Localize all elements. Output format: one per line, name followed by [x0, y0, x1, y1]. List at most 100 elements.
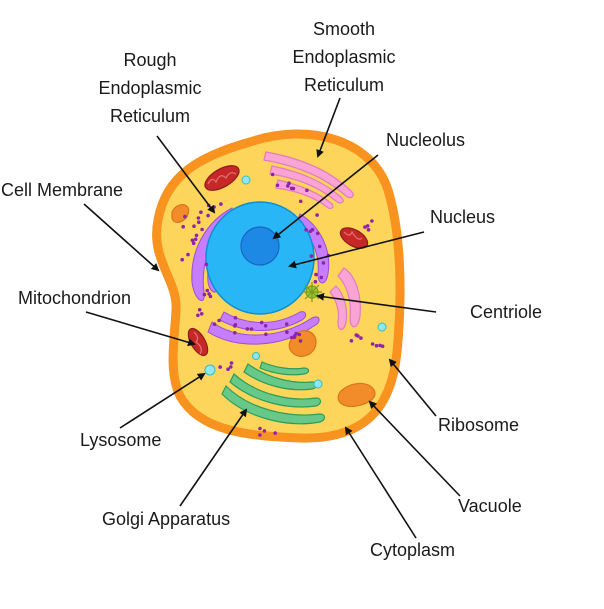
ribosome-dot	[304, 228, 308, 232]
ribosome-dot	[309, 254, 314, 258]
ribosome-dot	[284, 322, 289, 326]
label-line: Endoplasmic	[292, 47, 396, 67]
ribosome-dot	[218, 365, 222, 369]
ribosome-dot	[262, 429, 267, 433]
ribosome-dot	[363, 225, 367, 229]
ribosome-dot	[294, 331, 299, 336]
ribosome-dot	[245, 327, 250, 331]
ribosome-dot	[264, 332, 268, 337]
label-nucleus: Nucleus	[430, 207, 496, 227]
ribosome-dot	[287, 181, 291, 185]
ribosome-dot	[319, 275, 324, 280]
ribosome-dot	[194, 233, 199, 238]
ribosome-dot	[233, 323, 238, 327]
ribosome-dot	[315, 213, 319, 217]
ribosome-dot	[297, 332, 302, 337]
ribosome-dot	[199, 210, 203, 214]
label-lysosome: Lysosome	[80, 430, 162, 450]
nucleolus	[240, 226, 280, 266]
ribosome-dot	[374, 343, 379, 348]
ribosome-dot	[317, 244, 322, 249]
golgi-apparatus	[221, 361, 326, 425]
label-line: Reticulum	[303, 75, 385, 95]
ribosome-dot	[258, 433, 262, 437]
ribosome-dot	[308, 229, 313, 234]
label-centriole: Centriole	[470, 302, 543, 322]
ribosome-dot	[356, 334, 360, 338]
ribosome-dot	[273, 431, 278, 435]
label-line: Smooth	[312, 19, 376, 39]
label-golgi-apparatus: Golgi Apparatus	[102, 509, 231, 529]
ribosome-dot	[370, 342, 375, 346]
ribosome-dot	[208, 294, 213, 299]
ribosome-dot	[370, 219, 374, 223]
ribosomes	[180, 172, 385, 437]
ribosome-dot	[191, 241, 196, 245]
mitochondria	[187, 165, 369, 357]
ribosome-dot	[321, 261, 326, 265]
label-line: Endoplasmic	[98, 78, 202, 98]
ribosome-dot	[249, 327, 254, 331]
label-smooth-er: Smooth Endoplasmic Reticulum	[264, 15, 424, 99]
ribosome-dot	[313, 279, 318, 284]
ribosome-dot	[219, 202, 223, 206]
smooth-endoplasmic-reticulum	[263, 151, 361, 331]
ribosome-dot	[212, 205, 216, 209]
label-line: Rough	[123, 50, 177, 70]
ribosome-dot	[202, 292, 207, 297]
ribosome-dot	[314, 272, 318, 277]
ribosome-dot	[200, 227, 204, 232]
ribosome-dot	[196, 313, 200, 318]
ribosome-dot	[180, 257, 184, 262]
ribosome-dot	[197, 308, 202, 312]
ribosome-dot	[359, 336, 363, 340]
label-nucleolus: Nucleolus	[386, 130, 466, 150]
ribosome-dot	[258, 426, 262, 431]
label-cell-membrane: Cell Membrane	[1, 180, 124, 200]
ribosome-dot	[192, 224, 196, 228]
label-vacuole: Vacuole	[458, 496, 522, 516]
ribosome-dot	[275, 183, 280, 188]
ribosome-dot	[292, 335, 297, 340]
label-line: Reticulum	[109, 106, 191, 126]
ribosome-dot	[183, 214, 187, 219]
ribosome-dot	[315, 231, 320, 236]
ribosome-dot	[204, 262, 209, 267]
label-cytoplasm: Cytoplasm	[370, 540, 456, 560]
ribosome-dot	[366, 228, 371, 232]
ribosome-dot	[186, 252, 190, 257]
ribosome-dot	[196, 216, 201, 220]
lysosomes	[204, 175, 387, 389]
ribosome-dot	[285, 330, 289, 335]
ribosome-dot	[233, 331, 237, 335]
label-rough-er: Rough Endoplasmic Reticulum	[70, 46, 230, 130]
ribosome-dot	[190, 238, 195, 243]
ribosome-dot	[365, 224, 370, 228]
ribosome-dot	[206, 213, 210, 218]
ribosome-dot	[289, 186, 294, 191]
label-ribosome: Ribosome	[438, 415, 520, 435]
label-mitochondrion: Mitochondrion	[18, 288, 132, 308]
ribosome-dot	[298, 199, 303, 204]
ribosome-dot	[229, 365, 233, 369]
ribosome-dot	[259, 320, 264, 325]
ribosome-dot	[270, 172, 275, 177]
ribosome-dot	[197, 220, 201, 224]
ribosome-dot	[205, 288, 210, 293]
pointer-lines	[83, 97, 461, 539]
ribosome-dot	[290, 335, 294, 340]
centriole	[302, 282, 322, 302]
ribosome-dot	[229, 361, 234, 365]
ribosome-dot	[233, 316, 238, 320]
ribosome-dot	[212, 322, 217, 327]
ribosome-dot	[181, 224, 185, 229]
ribosome-dot	[286, 184, 290, 188]
ribosome-dot	[226, 367, 230, 372]
ribosome-dot	[193, 237, 198, 242]
ribosome-dot	[298, 339, 303, 343]
ribosome-dot	[378, 343, 382, 348]
ribosome-dot	[263, 324, 268, 328]
ribosome-dot	[217, 318, 221, 323]
